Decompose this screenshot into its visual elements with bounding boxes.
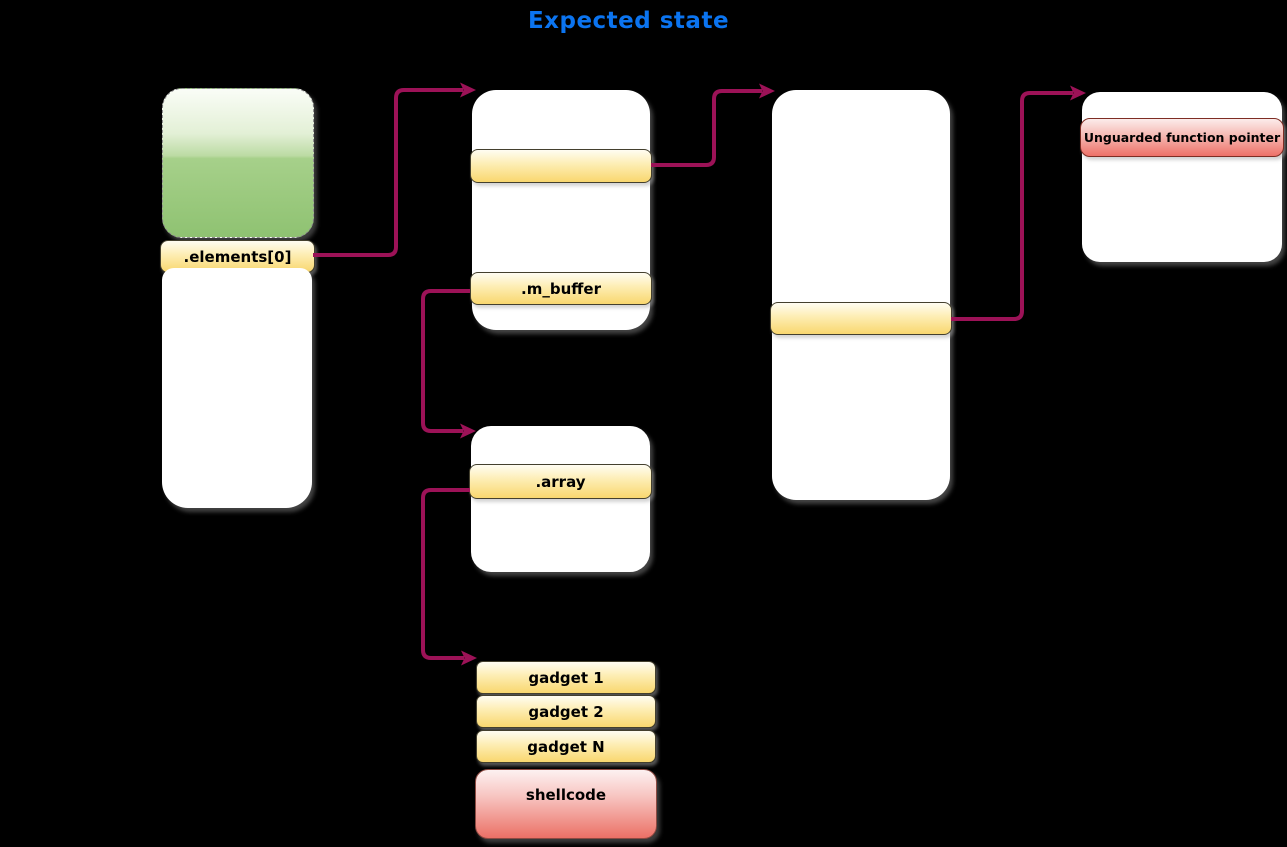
- function-node: Unguarded function pointer: [1080, 92, 1284, 262]
- gadget-2-band: gadget 2: [476, 695, 656, 728]
- target-node: [770, 90, 952, 500]
- target-pointer-band: [770, 302, 952, 335]
- array-band: .array: [469, 464, 652, 499]
- object-body-node: [162, 268, 312, 508]
- object-node: [162, 88, 314, 238]
- arrow-vector-to-target: [651, 89, 762, 167]
- arrow-array-to-gadgets: [421, 488, 470, 660]
- shellcode-node: shellcode: [475, 769, 657, 839]
- vector-pointer-band: [470, 149, 652, 183]
- elements0-band-wrap: .elements[0]: [160, 240, 315, 273]
- unguarded-function-pointer-band: Unguarded function pointer: [1080, 118, 1284, 157]
- gadget-n-band: gadget N: [476, 730, 656, 763]
- diagram-title: Expected state: [527, 8, 730, 34]
- arrow-elements0-to-vector: [313, 88, 463, 257]
- gadget-1-band: gadget 1: [476, 661, 656, 694]
- m-buffer-band: .m_buffer: [470, 272, 652, 305]
- arrow-mbuffer-to-array: [421, 289, 470, 433]
- arrow-target-to-function: [951, 91, 1073, 321]
- elements0-band: .elements[0]: [160, 240, 315, 273]
- buffer-node: .array: [469, 426, 652, 572]
- vector-node: .m_buffer: [470, 90, 652, 330]
